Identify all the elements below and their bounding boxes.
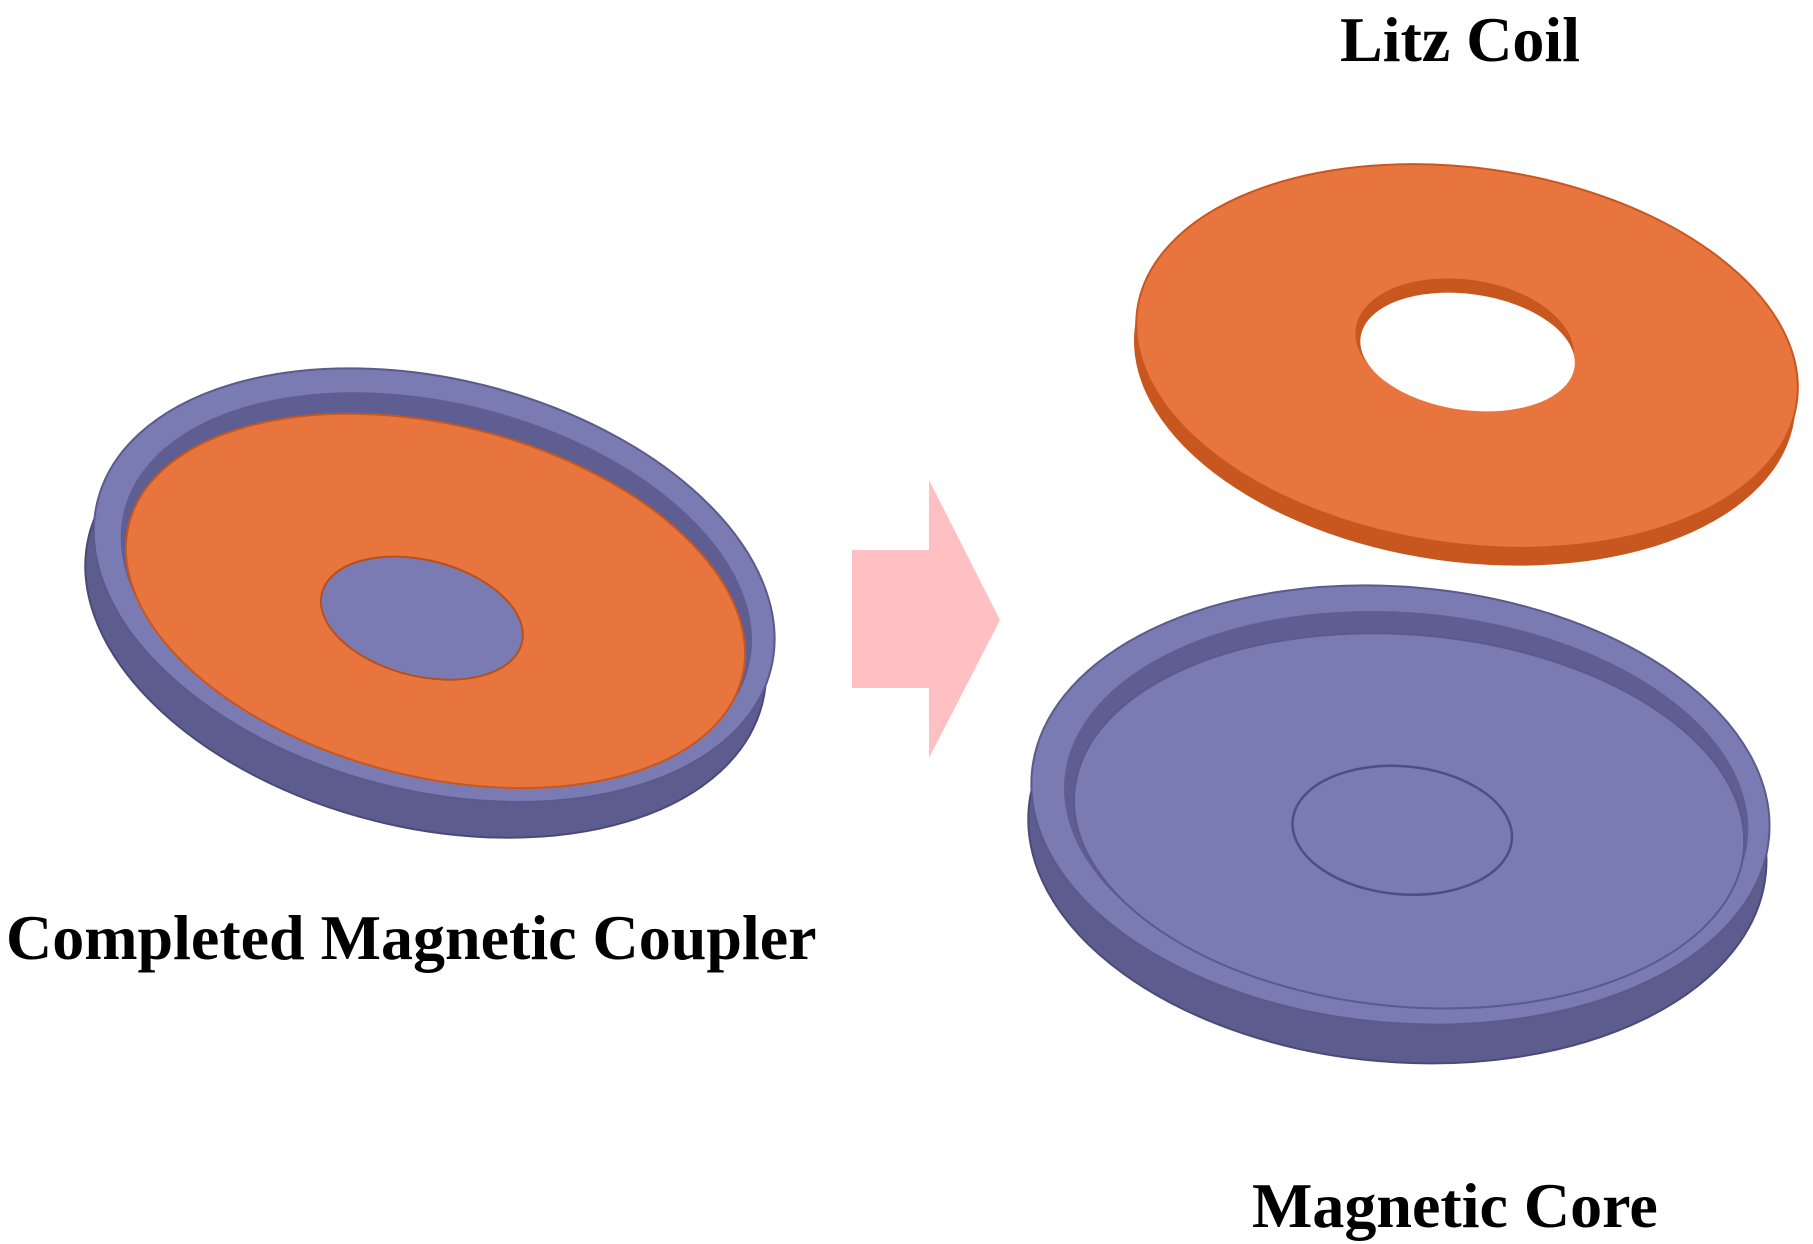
completed-coupler-label: Completed Magnetic Coupler xyxy=(6,902,817,973)
magnetic-core-label: Magnetic Core xyxy=(1252,1170,1658,1241)
litz-coil-label: Litz Coil xyxy=(1340,4,1580,75)
process-arrow xyxy=(852,480,1000,758)
completed-coupler-illustration xyxy=(84,367,776,839)
coupler-center-post xyxy=(319,555,524,681)
litz-coil-illustration xyxy=(1133,163,1799,566)
magnetic-core-illustration xyxy=(1027,584,1771,1065)
core-center-post xyxy=(1291,764,1514,896)
litz-coil-hole xyxy=(1360,292,1575,412)
